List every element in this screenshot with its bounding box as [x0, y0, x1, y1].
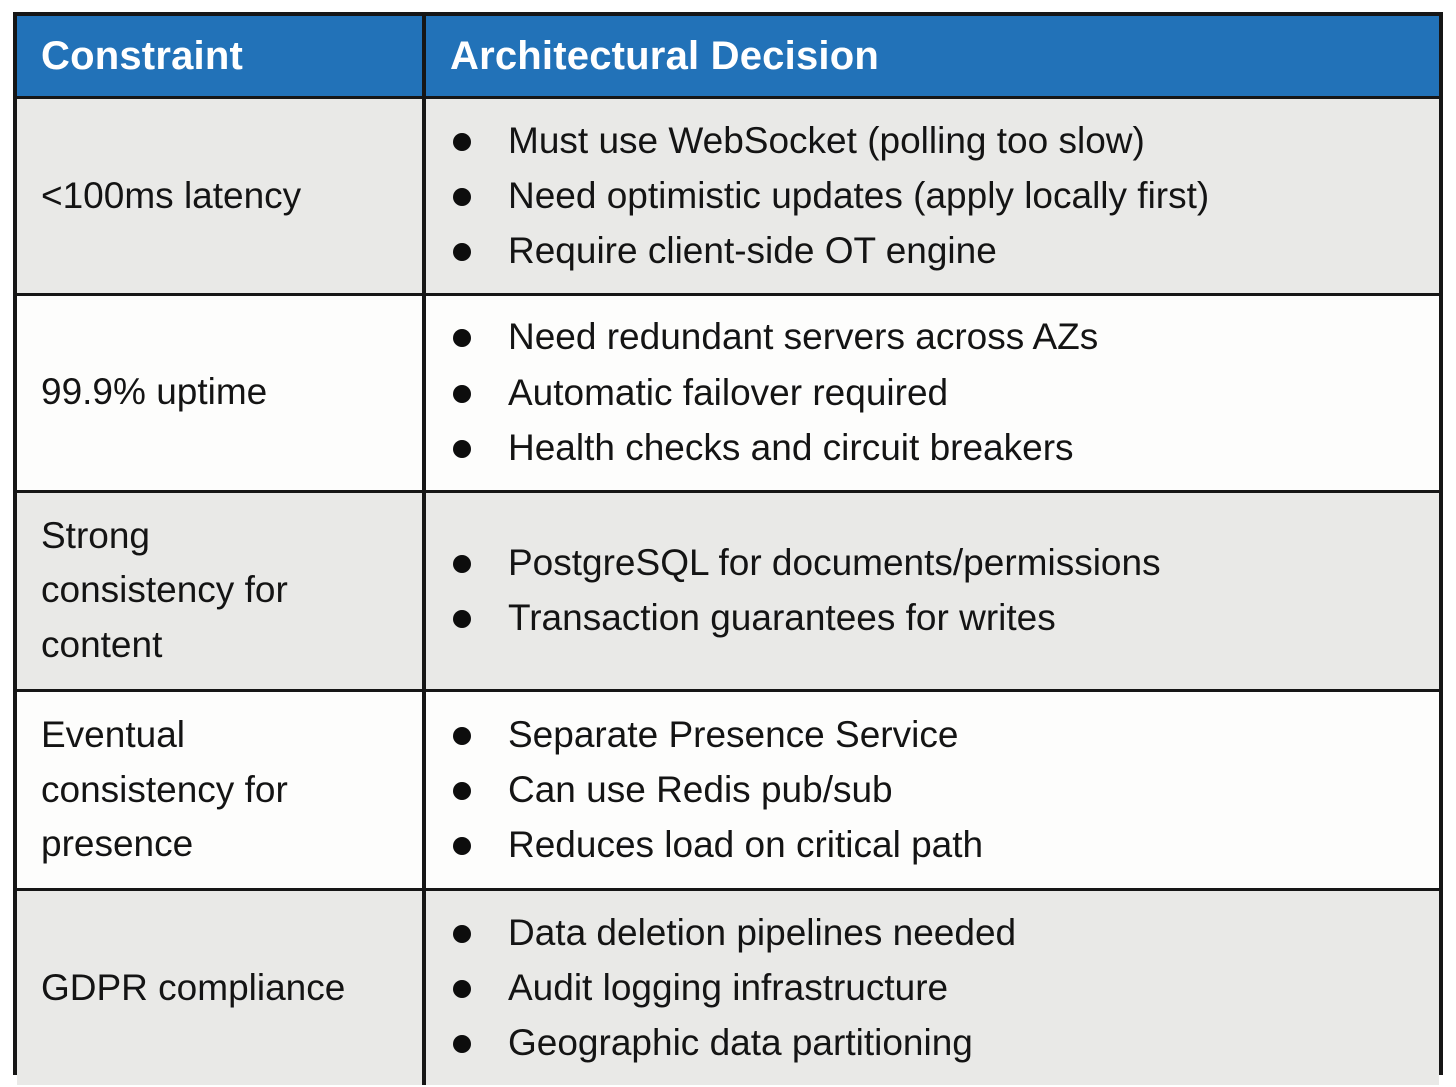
bullet-icon — [453, 243, 471, 261]
table-row: Strong consistency for content PostgreSQL… — [17, 489, 1439, 689]
decision-list: Must use WebSocket (polling too slow) Nee… — [426, 113, 1209, 279]
decision-text: Require client-side OT engine — [508, 230, 997, 271]
decision-text: Geographic data partitioning — [508, 1022, 973, 1063]
decision-item: Data deletion pipelines needed — [453, 905, 1016, 960]
bullet-icon — [453, 924, 471, 943]
decision-text: Need redundant servers across AZs — [508, 316, 1099, 358]
decision-item: Reduces load on critical path — [453, 818, 983, 873]
bullet-icon — [453, 384, 471, 403]
decision-text: PostgreSQL for documents/permissions — [508, 541, 1161, 583]
bullet-icon — [453, 837, 471, 855]
decision-text: Reduces load on critical path — [508, 824, 984, 865]
bullet-icon — [453, 781, 471, 800]
column-header-architectural-decision: Architectural Decision — [450, 33, 879, 78]
table-header-row: Constraint Architectural Decision — [17, 16, 1439, 96]
constraint-cell: <100ms latency — [17, 99, 426, 293]
decision-text: Can use Redis pub/sub — [508, 768, 893, 810]
table-row: <100ms latency Must use WebSocket (pollin… — [17, 96, 1439, 293]
decision-text: Automatic failover required — [508, 371, 949, 413]
table-rows: <100ms latency Must use WebSocket (pollin… — [17, 96, 1439, 1085]
constraint-text: Strong consistency for content — [41, 514, 288, 666]
bullet-icon — [453, 132, 471, 151]
decision-text: Audit logging infrastructure — [508, 966, 949, 1008]
bullet-icon — [453, 439, 471, 458]
decision-text: Data deletion pipelines needed — [508, 911, 1017, 953]
table-row: Eventual consistency for presence Separat… — [17, 688, 1439, 888]
decision-text: Transaction guarantees for writes — [508, 597, 1056, 639]
constraint-cell: Strong consistency for content — [17, 492, 426, 689]
decision-item: Need redundant servers across AZs — [453, 310, 1098, 365]
decision-cell: Must use WebSocket (polling too slow) Nee… — [426, 99, 1439, 293]
table-row: 99.9% uptime Need redundant servers acros… — [17, 292, 1439, 490]
decision-item: Separate Presence Service — [453, 707, 983, 762]
constraint-text: <100ms latency — [41, 174, 302, 216]
constraint-cell: 99.9% uptime — [17, 295, 426, 490]
bullet-icon — [453, 554, 471, 573]
column-header-constraint: Constraint — [17, 16, 426, 96]
decision-item: Geographic data partitioning — [453, 1016, 1016, 1071]
decision-item: Health checks and circuit breakers — [453, 420, 1098, 475]
constraint-text: Eventual consistency for presence — [41, 713, 288, 865]
decision-item: Automatic failover required — [453, 365, 1098, 420]
bullet-icon — [453, 1035, 471, 1053]
decision-text: Need optimistic updates (apply locally f… — [508, 174, 1210, 216]
decision-item: Require client-side OT engine — [453, 224, 1209, 279]
decision-text: Separate Presence Service — [508, 713, 959, 755]
decision-text: Must use WebSocket (polling too slow) — [508, 119, 1145, 161]
decision-item: Can use Redis pub/sub — [453, 762, 983, 817]
decision-item: Audit logging infrastructure — [453, 960, 1016, 1015]
decision-item: Need optimistic updates (apply locally f… — [453, 168, 1209, 223]
table-row: GDPR compliance Data deletion pipelines n… — [17, 888, 1439, 1085]
bullet-icon — [453, 187, 471, 206]
decision-item: Transaction guarantees for writes — [453, 591, 1161, 646]
constraints-table: Constraint Architectural Decision <100ms… — [13, 12, 1443, 1085]
constraint-text: 99.9% uptime — [41, 371, 268, 413]
constraint-cell: GDPR compliance — [17, 891, 426, 1085]
bullet-icon — [453, 979, 471, 998]
decision-item: Must use WebSocket (polling too slow) — [453, 113, 1209, 168]
decision-text: Health checks and circuit breakers — [508, 426, 1074, 468]
decision-item: PostgreSQL for documents/permissions — [453, 535, 1161, 590]
bullet-icon — [453, 329, 471, 348]
constraint-text: GDPR compliance — [41, 966, 346, 1008]
bullet-icon — [453, 726, 471, 745]
bullet-icon — [453, 610, 471, 629]
constraint-cell: Eventual consistency for presence — [17, 691, 426, 888]
